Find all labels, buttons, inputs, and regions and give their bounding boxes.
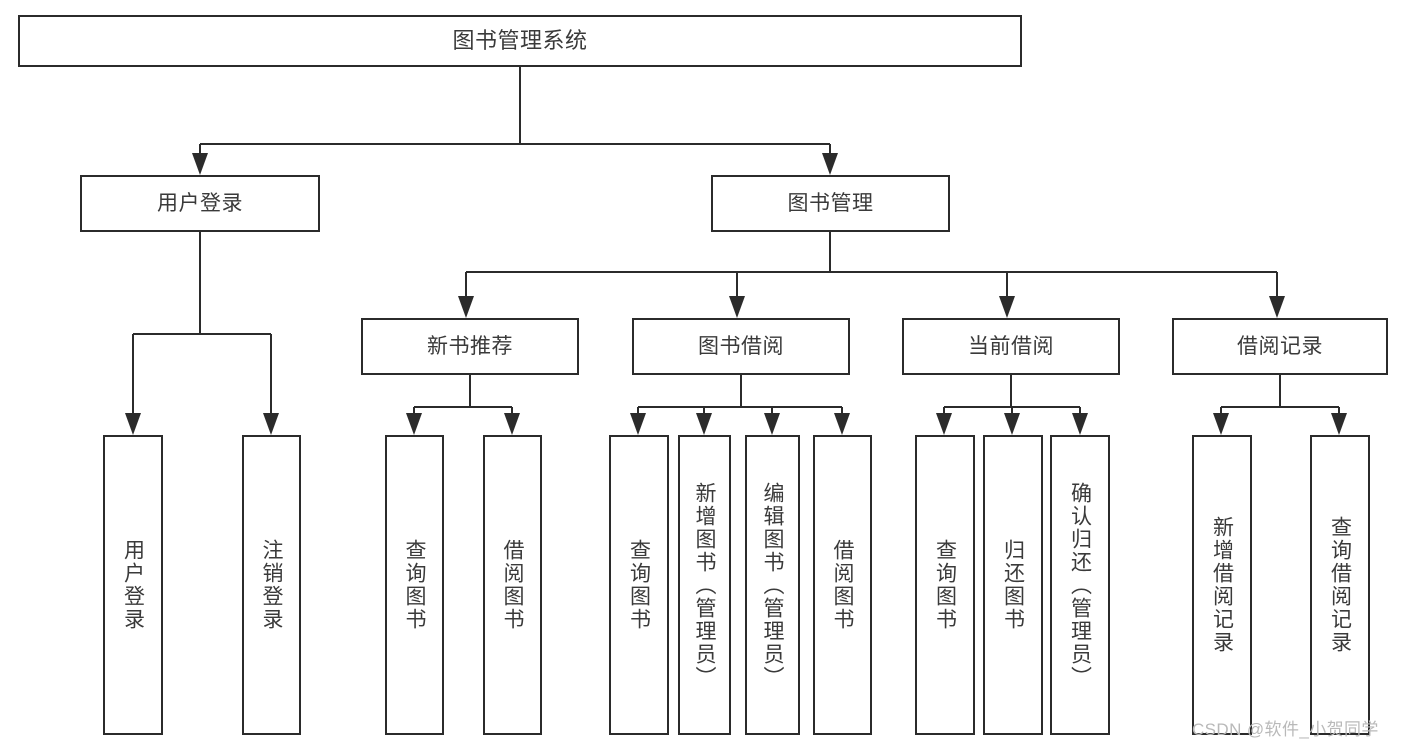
node-label-leaf-query-book-1: 查询图书 [403, 539, 426, 631]
arrowhead-book-manage-to-level2-2 [999, 296, 1015, 318]
node-leaf-borrow-book-2: 借阅图书 [813, 435, 872, 735]
node-label-book-manage: 图书管理 [787, 191, 874, 215]
node-label-leaf-edit-book: 编辑图书（管理员） [761, 481, 784, 689]
node-leaf-add-record: 新增借阅记录 [1192, 435, 1252, 735]
node-leaf-query-book-1: 查询图书 [385, 435, 444, 735]
arrowhead-borrow-record-to-leaves-1 [1331, 413, 1347, 435]
node-label-leaf-user-logout: 注销登录 [260, 539, 283, 631]
arrowhead-book-borrow-to-leaves-1 [696, 413, 712, 435]
node-label-new-book-rec: 新书推荐 [427, 334, 513, 358]
arrowhead-root-to-level1-1 [822, 153, 838, 175]
node-label-leaf-add-book: 新增图书（管理员） [693, 481, 716, 689]
arrowhead-book-manage-to-level2-3 [1269, 296, 1285, 318]
arrowhead-borrow-record-to-leaves-0 [1213, 413, 1229, 435]
node-label-leaf-return-book: 归还图书 [1001, 539, 1025, 631]
node-label-root: 图书管理系统 [452, 27, 588, 53]
node-label-user-login: 用户登录 [157, 191, 243, 215]
node-leaf-user-logout: 注销登录 [242, 435, 301, 735]
node-leaf-user-login: 用户登录 [103, 435, 163, 735]
node-current-borrow: 当前借阅 [902, 318, 1120, 375]
node-new-book-rec: 新书推荐 [361, 318, 579, 375]
node-leaf-edit-book: 编辑图书（管理员） [745, 435, 800, 735]
node-label-current-borrow: 当前借阅 [968, 334, 1054, 358]
node-book-manage: 图书管理 [711, 175, 950, 232]
arrowhead-book-manage-to-level2-0 [458, 296, 474, 318]
arrowhead-user-login-to-leaves-1 [263, 413, 279, 435]
arrowhead-new-book-rec-to-leaves-0 [406, 413, 422, 435]
node-leaf-query-record: 查询借阅记录 [1310, 435, 1370, 735]
arrowhead-current-borrow-to-leaves-1 [1004, 413, 1020, 435]
arrowhead-user-login-to-leaves-0 [125, 413, 141, 435]
node-book-borrow: 图书借阅 [632, 318, 850, 375]
node-label-leaf-borrow-book-1: 借阅图书 [501, 539, 524, 631]
arrowhead-book-borrow-to-leaves-2 [764, 413, 780, 435]
node-leaf-borrow-book-1: 借阅图书 [483, 435, 542, 735]
node-label-leaf-query-record: 查询借阅记录 [1328, 516, 1352, 654]
node-leaf-add-book: 新增图书（管理员） [678, 435, 731, 735]
node-leaf-query-book-3: 查询图书 [915, 435, 975, 735]
node-label-leaf-confirm-return: 确认归还（管理员） [1068, 481, 1092, 689]
node-label-leaf-add-record: 新增借阅记录 [1210, 516, 1234, 654]
node-user-login: 用户登录 [80, 175, 320, 232]
node-label-borrow-record: 借阅记录 [1237, 334, 1323, 358]
arrowhead-book-borrow-to-leaves-3 [834, 413, 850, 435]
node-label-leaf-query-book-2: 查询图书 [627, 539, 651, 631]
arrowhead-root-to-level1-0 [192, 153, 208, 175]
node-label-book-borrow: 图书借阅 [698, 334, 784, 358]
node-borrow-record: 借阅记录 [1172, 318, 1388, 375]
arrowhead-current-borrow-to-leaves-2 [1072, 413, 1088, 435]
node-label-leaf-borrow-book-2: 借阅图书 [831, 539, 854, 631]
node-leaf-query-book-2: 查询图书 [609, 435, 669, 735]
arrowhead-new-book-rec-to-leaves-1 [504, 413, 520, 435]
arrowhead-book-borrow-to-leaves-0 [630, 413, 646, 435]
node-label-leaf-query-book-3: 查询图书 [933, 539, 957, 631]
node-leaf-return-book: 归还图书 [983, 435, 1043, 735]
node-leaf-confirm-return: 确认归还（管理员） [1050, 435, 1110, 735]
arrowhead-book-manage-to-level2-1 [729, 296, 745, 318]
arrowhead-current-borrow-to-leaves-0 [936, 413, 952, 435]
node-root: 图书管理系统 [18, 15, 1022, 67]
node-label-leaf-user-login: 用户登录 [121, 539, 145, 631]
